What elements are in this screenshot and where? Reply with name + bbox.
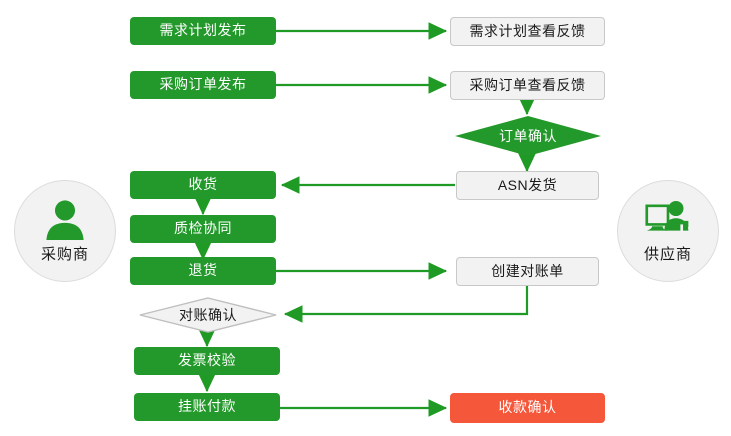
node-demand-plan-feedback[interactable]: 需求计划查看反馈 <box>450 17 605 46</box>
node-invoice-verify-label: 发票校验 <box>178 352 236 369</box>
node-create-statement[interactable]: 创建对账单 <box>456 257 599 286</box>
node-demand-plan-publish[interactable]: 需求计划发布 <box>130 17 276 45</box>
node-post-payment[interactable]: 挂账付款 <box>134 393 280 421</box>
actor-supplier-label: 供应商 <box>643 245 692 263</box>
node-receive-goods[interactable]: 收货 <box>130 171 276 199</box>
person-icon <box>46 199 84 240</box>
node-order-confirm-label: 订单确认 <box>499 128 557 144</box>
node-purchase-order-publish-label: 采购订单发布 <box>159 76 247 93</box>
node-purchase-order-feedback-label: 采购订单查看反馈 <box>469 76 586 93</box>
actor-supplier[interactable]: 供应商 <box>617 180 719 282</box>
node-statement-confirm[interactable]: 对账确认 <box>139 297 277 333</box>
person-with-computer-icon <box>645 200 689 231</box>
connector-create-statement-to-statement-confirm <box>283 286 529 323</box>
actor-buyer-label: 采购商 <box>40 245 89 263</box>
node-return-goods[interactable]: 退货 <box>130 257 276 285</box>
node-return-goods-label: 退货 <box>188 262 218 279</box>
node-post-payment-label: 挂账付款 <box>178 398 236 415</box>
node-order-confirm[interactable]: 订单确认 <box>455 116 601 156</box>
node-receive-goods-label: 收货 <box>188 176 218 193</box>
node-demand-plan-publish-label: 需求计划发布 <box>159 22 247 39</box>
diamond-shape-green <box>455 116 601 156</box>
node-create-statement-label: 创建对账单 <box>491 262 564 279</box>
node-purchase-order-publish[interactable]: 采购订单发布 <box>130 71 276 99</box>
node-asn-shipment[interactable]: ASN发货 <box>456 171 599 200</box>
node-quality-collaboration[interactable]: 质检协同 <box>130 215 276 243</box>
node-purchase-order-feedback[interactable]: 采购订单查看反馈 <box>450 71 605 100</box>
node-receipt-confirm-label: 收款确认 <box>498 399 557 416</box>
node-asn-shipment-label: ASN发货 <box>497 176 558 193</box>
node-statement-confirm-label: 对账确认 <box>179 307 237 323</box>
node-demand-plan-feedback-label: 需求计划查看反馈 <box>469 22 586 39</box>
node-receipt-confirm[interactable]: 收款确认 <box>450 393 605 423</box>
node-invoice-verify[interactable]: 发票校验 <box>134 347 280 375</box>
node-quality-collaboration-label: 质检协同 <box>174 220 232 237</box>
actor-buyer[interactable]: 采购商 <box>14 180 116 282</box>
